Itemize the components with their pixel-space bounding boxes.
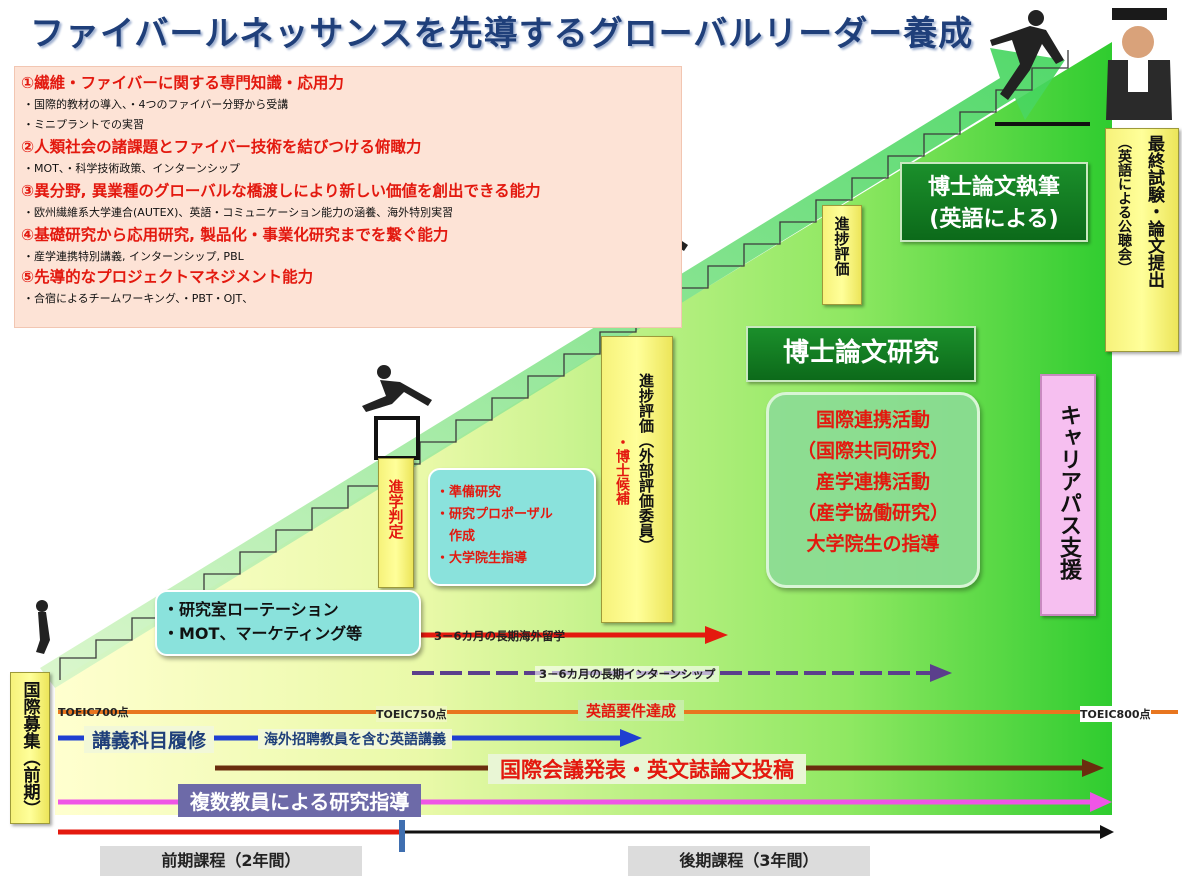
skills-panel: ①繊維・ファイバーに関する専門知識・応用力 ・国際的教材の導入、・4つのファイバ…: [14, 66, 682, 328]
graduate-figure: [1106, 8, 1172, 120]
timeline-arrowhead: [1100, 825, 1114, 839]
stairs: [59, 50, 1069, 680]
activity-item: 国際連携活動: [815, 409, 930, 431]
skill-heading-3: ③異分野, 異業種のグローバルな橋渡しにより新しい価値を創出できる能力: [21, 182, 541, 200]
skill-detail: ・国際的教材の導入、・4つのファイバー分野から受講: [23, 98, 289, 111]
period-first: 前期課程（2年間）: [100, 846, 362, 876]
skill-heading-4: ④基礎研究から応用研究, 製品化・事業化研究までを繋ぐ能力: [21, 226, 449, 244]
prep-item: ・準備研究: [436, 485, 502, 500]
english-lectures-label: 海外招聘教員を含む英語講義: [258, 729, 452, 749]
activity-item: 大学院生の指導: [806, 533, 940, 555]
supervision-label: 複数教員による研究指導: [178, 784, 422, 817]
milestone-progress-external: 進捗評価（外部評価委員） ・博士候補: [601, 336, 673, 623]
internship-label: 3－6カ月の長期インターンシップ: [535, 666, 720, 682]
rotation-item: ・研究室ローテーション: [163, 600, 339, 619]
prep-item: 作成: [436, 529, 476, 544]
milestone-final-exam: 最終試験・論文提出 （英語による公聴会）: [1105, 128, 1179, 352]
final-exam-label: 最終試験・論文提出: [1144, 135, 1164, 288]
toeic700-label: TOEIC700点: [58, 706, 129, 719]
page-title: ファイバールネッサンスを先導するグローバルリーダー養成: [30, 14, 974, 54]
thesis-research-box: 博士論文研究: [746, 326, 976, 382]
milestone-recruit: 国際募集（前期）: [10, 672, 50, 824]
courses-label: 講義科目履修: [84, 726, 215, 753]
skill-detail: ・産学連携特別講義, インターンシップ, PBL: [23, 250, 244, 263]
activity-item: 産学連携活動: [815, 471, 930, 493]
candidate-label: ・博士候補: [614, 435, 630, 505]
milestone-advancement: 進学判定: [378, 458, 414, 588]
activity-item: （産学協働研究）: [796, 502, 949, 524]
prep-item: ・大学院生指導: [436, 551, 528, 566]
rotation-box: ・研究室ローテーション ・MOT、マーケティング等: [155, 590, 421, 656]
arrowhead-supervision: [1090, 792, 1112, 812]
toeic750-label: TOEIC750点: [376, 706, 447, 722]
skill-heading-5: ⑤先導的なプロジェクトマネジメント能力: [21, 268, 314, 286]
final-exam-note: （英語による公聴会）: [1116, 135, 1132, 275]
skill-detail: ・ミニプラントでの実習: [23, 118, 144, 131]
growth-arrow: [40, 48, 1065, 688]
milestone-progress: 進捗評価: [822, 205, 862, 305]
arrowhead-study-abroad: [705, 626, 728, 644]
period-second: 後期課程（3年間）: [628, 846, 870, 876]
rotation-item: ・MOT、マーケティング等: [163, 624, 363, 643]
arrowhead-internship: [930, 664, 952, 682]
thesis-writing-box: 博士論文執筆 (英語による): [900, 162, 1088, 242]
skill-detail: ・合宿によるチームワーキング、・PBT・OJT、: [23, 292, 254, 305]
skill-detail: ・MOT、・科学技術政策、インターンシップ: [23, 162, 240, 175]
timeline-divider: [399, 820, 405, 852]
conference-label: 国際会議発表・英文誌論文投稿: [488, 754, 806, 784]
activity-item: （国際共同研究）: [796, 440, 949, 462]
english-requirement-label: 英語要件達成: [578, 700, 685, 721]
activities-box: 国際連携活動 （国際共同研究） 産学連携活動 （産学協働研究） 大学院生の指導: [766, 392, 980, 588]
skill-heading-1: ①繊維・ファイバーに関する専門知識・応用力: [21, 74, 344, 92]
arrowhead-courses: [620, 729, 642, 747]
progress-external-label: 進捗評価（外部評価委員）: [637, 373, 655, 553]
skill-detail: ・欧州繊維系大学連合(AUTEX)、英語・コミュニケーション能力の涵養、海外特別…: [23, 206, 454, 219]
arrowhead-conference: [1082, 759, 1104, 777]
skill-heading-2: ②人類社会の諸課題とファイバー技術を結びつける俯瞰力: [21, 138, 422, 156]
toeic800-label: TOEIC800点: [1080, 706, 1151, 722]
prep-item: ・研究プロポーザル: [436, 507, 553, 522]
career-path-box: キャリアパス支援: [1040, 374, 1096, 616]
study-abroad-label: 3－6カ月の長期海外留学: [434, 629, 566, 643]
prep-research-box: ・準備研究 ・研究プロポーザル 作成 ・大学院生指導: [428, 468, 596, 586]
